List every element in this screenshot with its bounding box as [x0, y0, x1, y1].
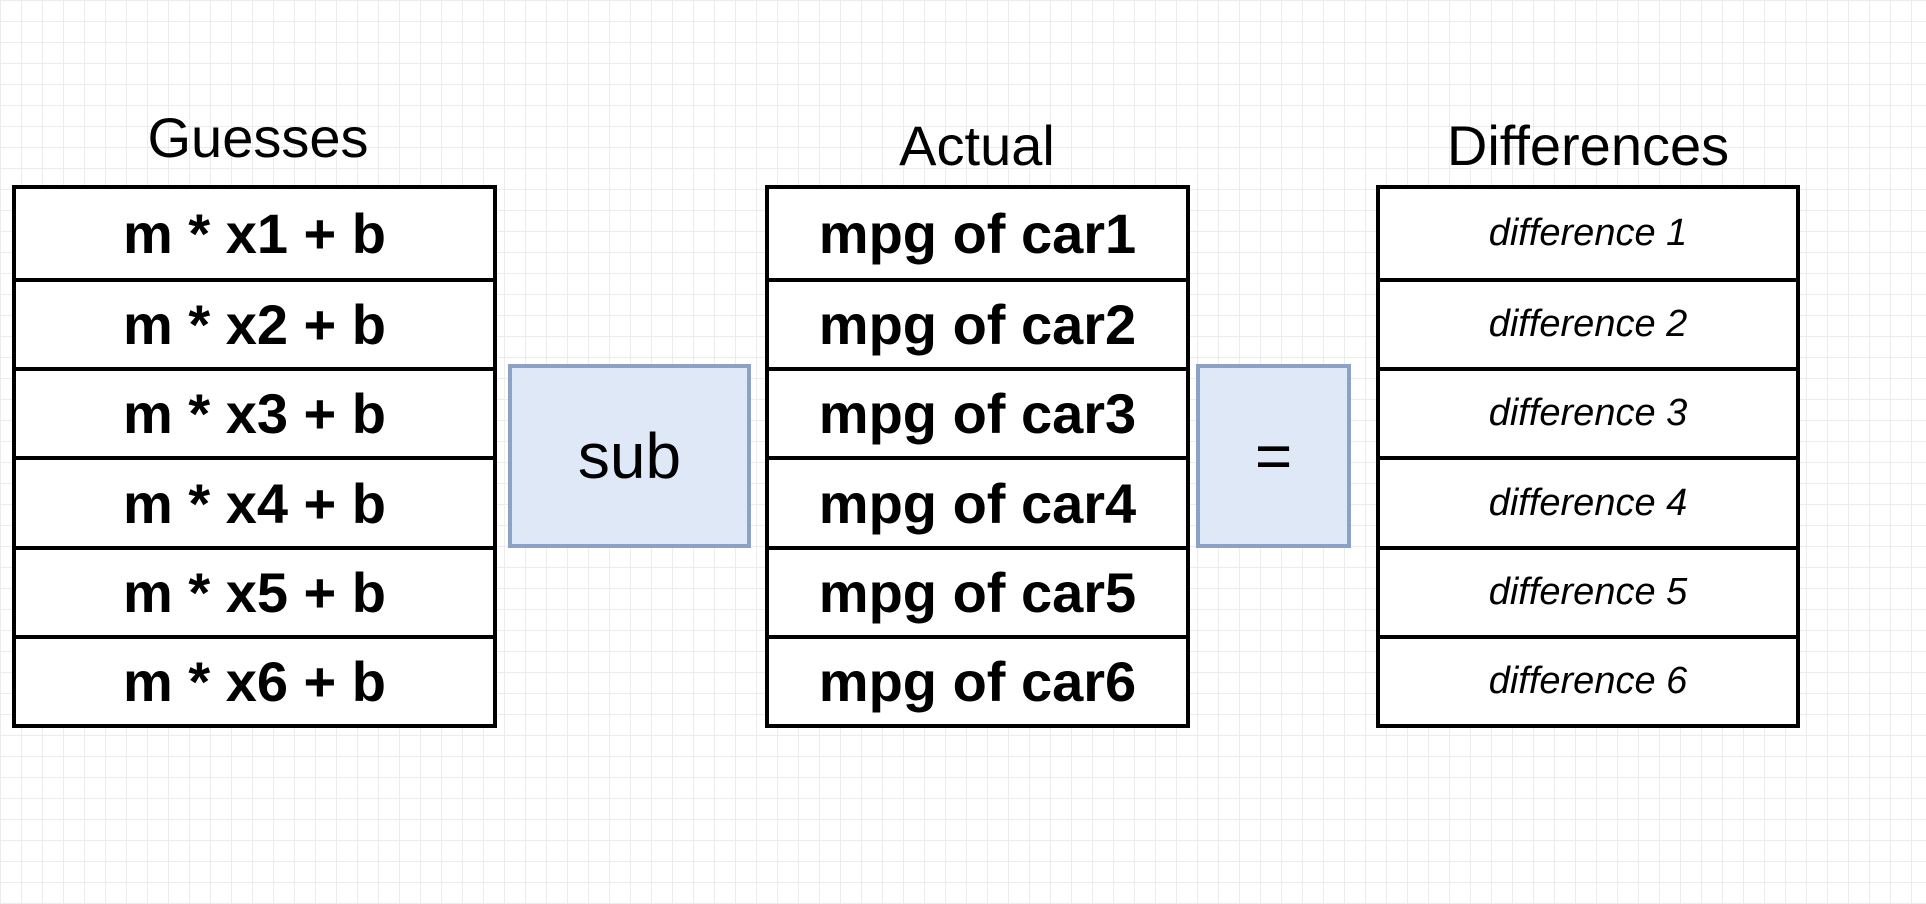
differences-table: difference 1 difference 2 difference 3 d…	[1376, 185, 1800, 728]
guess-row-3: m * x3 + b	[16, 367, 493, 456]
equals-operator-box: =	[1196, 364, 1351, 548]
difference-row-5: difference 5	[1380, 545, 1796, 635]
difference-row-3: difference 3	[1380, 367, 1796, 456]
actual-row-2: mpg of car2	[769, 278, 1186, 367]
actual-row-4: mpg of car4	[769, 456, 1186, 545]
differences-heading: Differences	[1446, 114, 1730, 177]
guesses-heading: Guesses	[147, 106, 369, 169]
guess-row-2: m * x2 + b	[16, 278, 493, 367]
actual-row-1: mpg of car1	[818, 202, 1137, 266]
guess-row-4: m * x4 + b	[16, 456, 493, 545]
guesses-table: m * x1 + b m * x2 + b m * x3 + b m * x4 …	[12, 185, 497, 728]
difference-row-1: difference 1	[1488, 212, 1688, 255]
actual-row-6: mpg of car6	[769, 634, 1186, 724]
guess-row-1: m * x1 + b	[122, 202, 387, 266]
difference-row-2: difference 2	[1380, 278, 1796, 367]
difference-row-6: difference 6	[1380, 634, 1796, 724]
actual-row-5: mpg of car5	[769, 545, 1186, 635]
difference-row-4: difference 4	[1380, 456, 1796, 545]
guess-row-5: m * x5 + b	[16, 545, 493, 635]
actual-table: mpg of car1 mpg of car2 mpg of car3 mpg …	[765, 185, 1190, 728]
guess-row-6: m * x6 + b	[16, 634, 493, 724]
actual-heading: Actual	[899, 114, 1055, 177]
subtract-operator-box: sub	[508, 364, 751, 548]
actual-row-3: mpg of car3	[769, 367, 1186, 456]
